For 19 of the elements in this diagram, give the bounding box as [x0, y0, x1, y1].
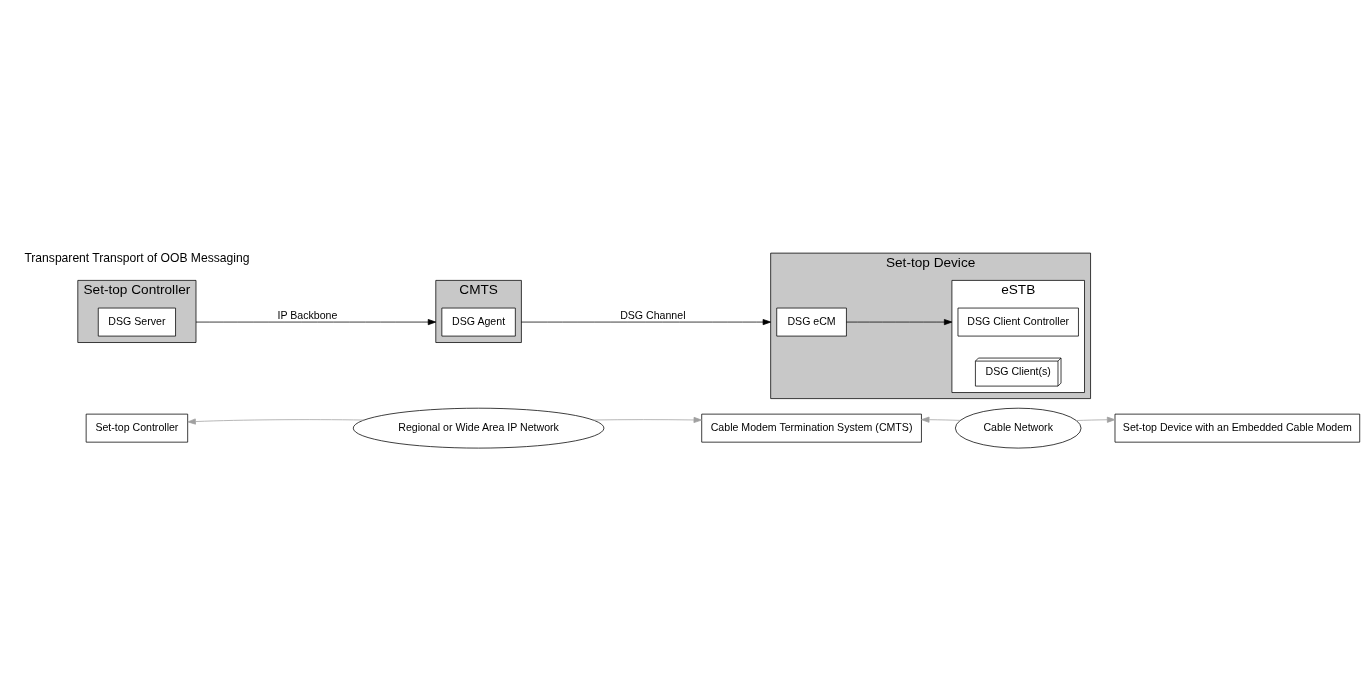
arrow — [195, 318, 437, 325]
node-box: DSG Server — [97, 307, 176, 336]
node-ellipse: Cable Network — [955, 407, 1082, 448]
node-box: Set-top Device with an Embedded Cable Modem — [1114, 413, 1361, 443]
edge-label: IP Backbone — [277, 308, 338, 321]
node-box: DSG Client Controller — [957, 307, 1079, 336]
arrow — [592, 416, 702, 423]
node-ellipse: Regional or Wide Area IP Network — [352, 407, 605, 448]
arrow — [187, 418, 365, 425]
arrow — [921, 416, 961, 423]
node-box: DSG eCM — [776, 307, 847, 336]
node-box: DSG Agent — [441, 307, 516, 336]
arrow — [1075, 416, 1116, 423]
edge-label: DSG Channel — [620, 308, 686, 321]
node-box: Set-top Controller — [85, 413, 189, 443]
node-box: Cable Modem Termination System (CMTS) — [701, 413, 922, 443]
arrow — [521, 318, 772, 325]
label: Transparent Transport of OOB Messaging — [24, 250, 250, 265]
arrow — [846, 318, 953, 325]
